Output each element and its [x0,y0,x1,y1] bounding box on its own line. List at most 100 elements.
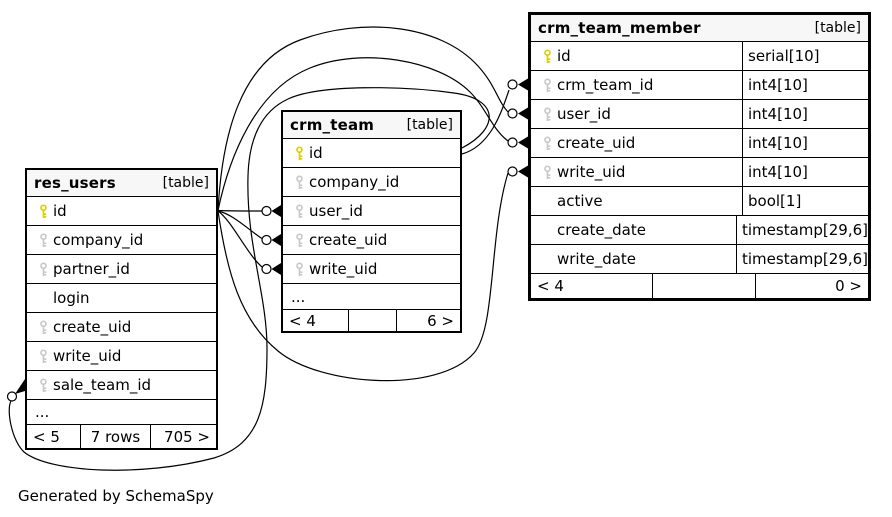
footer-parents-count: 705 > [150,425,216,448]
more-columns-ellipsis: ... [283,283,460,309]
column-name: active [557,192,603,210]
foreign-key-icon [33,348,53,364]
connector-dot [261,205,272,217]
column-type: int4[10] [742,158,868,186]
column-row-user_id: user_id int4[10] [531,99,868,128]
column-row-user_id: user_id [283,196,460,225]
foreign-key-icon [289,174,309,190]
table-res_users: res_users [table] id company_id partner_… [25,168,218,450]
crow-foot-arrow [518,165,528,178]
column-name: login [53,289,90,307]
column-row-create_date: create_date timestamp[29,6] [531,215,868,244]
column-name: write_uid [557,163,626,181]
column-name: create_uid [309,231,388,249]
column-row-write_uid: write_uid int4[10] [531,157,868,186]
footer-children-count: < 5 [33,427,60,446]
foreign-key-icon [537,164,557,180]
column-row-company_id: company_id [283,167,460,196]
table-header: crm_team_member [table] [531,15,868,41]
foreign-key-icon [537,135,557,151]
crow-foot-arrow [15,379,25,394]
column-row-create_uid: create_uid [283,225,460,254]
crow-foot-arrow [518,78,528,91]
foreign-key-icon [33,377,53,393]
column-name: company_id [53,231,144,249]
connector-dot [507,79,518,90]
table-footer: < 5 7 rows 705 > [27,424,216,448]
foreign-key-icon [537,106,557,122]
connector-dot [507,166,518,177]
crow-foot-arrow [518,136,528,149]
edge-crm_team-id-to-crm_team_member-crm_team_id [461,89,510,155]
column-name: user_id [309,202,363,220]
column-name: sale_team_id [53,376,152,394]
footer-row-count: 7 rows [80,425,150,448]
column-type: timestamp[29,6] [735,245,868,273]
primary-key-icon [537,48,557,64]
foreign-key-icon [289,261,309,277]
footer-parents-count: 0 > [755,274,868,298]
column-row-login: login [27,283,216,312]
crow-foot-arrow [271,205,281,217]
table-tag: [table] [406,117,453,133]
column-type: timestamp[29,6] [735,216,868,244]
column-name: write_uid [53,347,122,365]
connector-dot [507,108,518,119]
column-name: create_uid [557,134,636,152]
column-row-create_uid: create_uid [27,312,216,341]
footer-parents-count: 6 > [396,310,460,331]
column-row-active: active bool[1] [531,186,868,215]
table-footer: < 4 6 > [283,309,460,331]
table-header: crm_team [table] [283,112,460,138]
column-name: id [309,144,323,162]
more-columns-ellipsis: ... [27,399,216,424]
column-row-id: id [27,196,216,225]
edge-res_users-id-to-crm_team-create_uid [217,210,263,240]
generated-by-caption: Generated by SchemaSpy [18,487,214,505]
column-row-write_uid: write_uid [27,341,216,370]
column-row-crm_team_id: crm_team_id int4[10] [531,70,868,99]
column-type: serial[10] [742,42,868,70]
column-row-id: id [283,138,460,167]
table-tag: [table] [162,175,209,191]
column-name: write_uid [309,260,378,278]
primary-key-icon [289,145,309,161]
column-name: crm_team_id [557,76,654,94]
column-name: user_id [557,105,611,123]
foreign-key-icon [33,261,53,277]
foreign-key-icon [33,232,53,248]
table-title-crm_team_member[interactable]: crm_team_member [538,19,701,37]
column-row-company_id: company_id [27,225,216,254]
foreign-key-icon [289,203,309,219]
column-name: id [53,202,67,220]
edge-res_users-id-to-crm_team-user_id [217,209,263,212]
table-title-crm_team[interactable]: crm_team [290,116,375,134]
crow-foot-arrow [271,234,281,246]
table-header: res_users [table] [27,170,216,196]
column-name: create_uid [53,318,132,336]
foreign-key-icon [537,77,557,93]
footer-children-count: < 4 [537,277,564,295]
column-row-create_uid: create_uid int4[10] [531,128,868,157]
column-type: int4[10] [742,129,868,157]
table-crm_team: crm_team [table] id company_id user_id c… [281,110,462,333]
crow-foot-arrow [518,107,528,120]
column-type: int4[10] [742,100,868,128]
crow-foot-arrow [271,263,281,275]
foreign-key-icon [33,319,53,335]
footer-children-count: < 4 [289,311,316,330]
table-title-res_users[interactable]: res_users [34,174,116,192]
footer-row-count [652,274,755,298]
column-row-id: id serial[10] [531,41,868,70]
column-row-write_uid: write_uid [283,254,460,283]
column-row-sale_team_id: sale_team_id [27,370,216,399]
table-tag: [table] [814,20,861,36]
connector-dot [261,263,272,275]
column-name: create_date [557,221,646,239]
column-row-partner_id: partner_id [27,254,216,283]
column-type: bool[1] [742,187,868,215]
column-type: int4[10] [742,71,868,99]
column-name: partner_id [53,260,130,278]
footer-row-count [348,310,396,331]
